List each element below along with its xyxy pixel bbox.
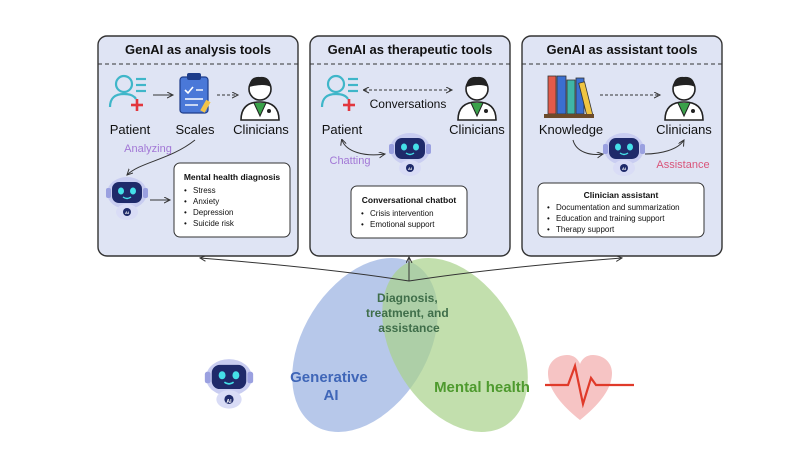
chatbot-box: [350, 185, 468, 239]
svg-text:•: •: [184, 208, 187, 217]
panel-title: GenAI as assistant tools: [547, 42, 698, 57]
mental-health-label: Mental health: [434, 379, 530, 396]
svg-text:•: •: [184, 219, 187, 228]
svg-text:AI: AI: [408, 166, 412, 171]
patient-label: Patient: [110, 122, 151, 137]
svg-text:AI: AI: [226, 399, 232, 405]
panel-title: GenAI as therapeutic tools: [328, 42, 493, 57]
svg-text:AI: AI: [125, 210, 129, 215]
diagnosis-box: [173, 162, 291, 238]
box-item: Education and training support: [556, 214, 665, 223]
box-items: • Crisis intervention • Emotional support: [361, 209, 435, 229]
box-item: Emotional support: [370, 220, 435, 229]
svg-text:AI: AI: [622, 166, 626, 171]
heart-icon: [545, 355, 634, 420]
box-item: Therapy support: [556, 225, 615, 234]
box-title: Mental health diagnosis: [184, 172, 281, 182]
svg-text:•: •: [547, 214, 550, 223]
clinician-assistant-box: [537, 182, 705, 238]
scales-clipboard-icon: [179, 73, 211, 114]
clinicians-label: Clinicians: [449, 122, 505, 137]
connector-lines: [200, 257, 622, 282]
big-robot-icon: AI: [204, 358, 254, 410]
box-item: Stress: [193, 186, 216, 195]
svg-text:•: •: [184, 186, 187, 195]
ai-robot-icon: AI: [602, 132, 646, 177]
box-item: Crisis intervention: [370, 209, 434, 218]
panel-analysis-tools: GenAI as analysis tools Patient Scales C…: [97, 35, 299, 257]
panel-therapeutic-tools: GenAI as therapeutic tools Conversations…: [309, 35, 511, 257]
box-item: Anxiety: [193, 197, 219, 206]
clinicians-label: Clinicians: [233, 122, 289, 137]
chatting-label: Chatting: [330, 155, 371, 167]
knowledge-label: Knowledge: [539, 122, 603, 137]
knowledge-books-icon: [544, 75, 594, 118]
scales-label: Scales: [175, 122, 215, 137]
mental-health-ellipse: [382, 257, 528, 433]
box-items: • Documentation and summarization • Educat…: [547, 203, 680, 234]
ai-robot-icon: AI: [388, 132, 432, 177]
venn-diagram: Diagnosis, treatment, and assistance Gen…: [290, 257, 530, 433]
svg-text:•: •: [547, 225, 550, 234]
box-item: Depression: [193, 208, 233, 217]
svg-text:•: •: [547, 203, 550, 212]
panel-assistant-tools: GenAI as assistant tools Knowledge Clini…: [521, 35, 723, 257]
box-item: Documentation and summarization: [556, 203, 680, 212]
svg-text:•: •: [184, 197, 187, 206]
heartbeat-line: [545, 362, 634, 409]
svg-text:•: •: [361, 220, 364, 229]
conversations-label: Conversations: [370, 97, 447, 111]
box-items: • Stress • Anxiety • Depression • Suicide ri…: [184, 186, 235, 228]
box-title: Clinician assistant: [584, 190, 659, 200]
svg-text:•: •: [361, 209, 364, 218]
box-item: Suicide risk: [193, 219, 235, 228]
generative-ai-label: Generative AI: [290, 369, 372, 404]
overlap-label: Diagnosis, treatment, and assistance: [366, 291, 452, 335]
ai-robot-icon: AI: [105, 176, 149, 221]
panel-title: GenAI as analysis tools: [125, 42, 271, 57]
analyzing-label: Analyzing: [124, 143, 172, 155]
patient-label: Patient: [322, 122, 363, 137]
box-title: Conversational chatbot: [362, 195, 457, 205]
assistance-label: Assistance: [656, 159, 709, 171]
clinicians-label: Clinicians: [656, 122, 712, 137]
